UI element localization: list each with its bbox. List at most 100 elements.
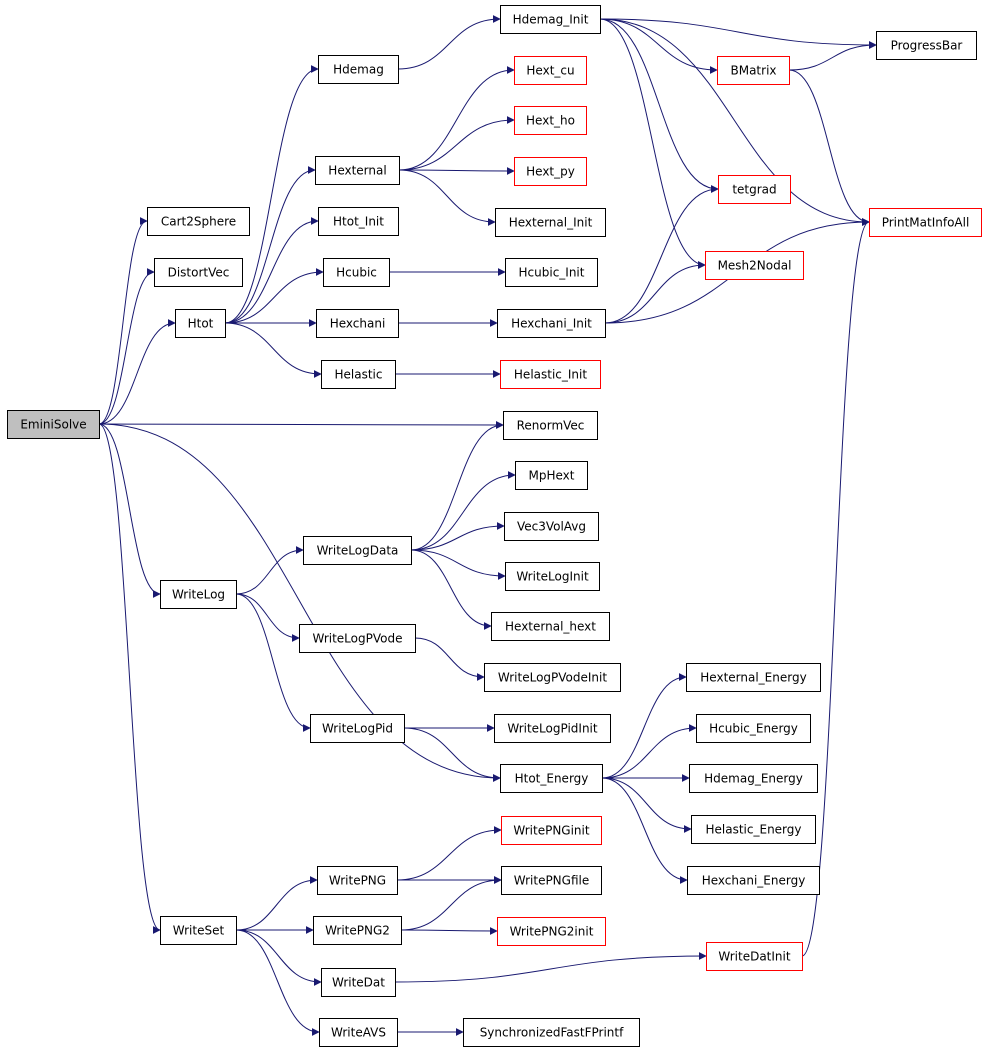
node-writeset[interactable]: WriteSet: [160, 916, 237, 945]
node-htot-energy[interactable]: Htot_Energy: [500, 764, 603, 793]
node-label: Hcubic_Energy: [709, 722, 798, 736]
node-hext-py[interactable]: Hext_py: [514, 157, 587, 186]
node-box: [515, 461, 588, 490]
node-helastic-init[interactable]: Helastic_Init: [500, 360, 601, 389]
node-hext-ho[interactable]: Hext_ho: [514, 106, 587, 135]
node-cart2sphere[interactable]: Cart2Sphere: [147, 207, 250, 236]
node-tetgrad[interactable]: tetgrad: [718, 175, 791, 204]
node-writelog[interactable]: WriteLog: [160, 580, 237, 609]
node-helastic-energy[interactable]: Helastic_Energy: [691, 815, 816, 844]
node-writelogpvodeinit[interactable]: WriteLogPVodeInit: [484, 663, 621, 692]
node-box: [504, 512, 599, 541]
node-writepng[interactable]: WritePNG: [317, 866, 398, 895]
node-label: WritePNG2init: [510, 925, 594, 939]
node-label: RenormVec: [517, 419, 585, 433]
node-writelogdata[interactable]: WriteLogData: [303, 536, 412, 565]
node-writelogpidinit[interactable]: WriteLogPidInit: [494, 714, 611, 743]
node-hcubic-init[interactable]: Hcubic_Init: [505, 258, 598, 287]
node-box: [494, 714, 611, 743]
node-box: [491, 612, 610, 641]
node-hext-cu[interactable]: Hext_cu: [514, 56, 587, 85]
node-htot-init[interactable]: Htot_Init: [318, 207, 399, 236]
node-box: [686, 663, 821, 692]
node-label: WriteDat: [332, 976, 385, 990]
node-progressbar[interactable]: ProgressBar: [876, 31, 977, 60]
node-box: [869, 208, 982, 237]
edge-htot-energy-to-hcubic-energy: [601, 724, 697, 779]
edge-hdemag-to-hdemag-init: [397, 15, 501, 70]
node-box: [500, 360, 601, 389]
node-label: WritePNGfile: [514, 874, 589, 888]
node-label: SynchronizedFastFPrintf: [480, 1026, 624, 1040]
node-hdemag-init[interactable]: Hdemag_Init: [500, 5, 601, 34]
node-hexchani-init[interactable]: Hexchani_Init: [497, 309, 606, 338]
edge-writepng2-to-writepngfile: [400, 876, 502, 931]
edge-hdemag-init-to-bmatrix: [599, 18, 718, 74]
node-writepnginit[interactable]: WritePNGinit: [501, 816, 602, 845]
edge-writepng-to-writepnginit: [396, 826, 502, 881]
node-label: WritePNGinit: [513, 824, 589, 838]
node-box: [500, 764, 603, 793]
node-box: [514, 56, 587, 85]
node-hdemag[interactable]: Hdemag: [318, 55, 399, 84]
node-bmatrix[interactable]: BMatrix: [717, 56, 790, 85]
node-label: WriteLogInit: [516, 570, 589, 584]
edge-writelogdata-to-vec3volavg: [410, 522, 505, 551]
edge-writelogpid-to-htot-energy: [403, 727, 501, 782]
node-box: [705, 251, 804, 280]
node-hexchani[interactable]: Hexchani: [316, 309, 399, 338]
node-label: WriteLogPid: [322, 722, 393, 736]
edge-writelog-to-writelogpid: [235, 593, 311, 732]
node-label: WriteLogPidInit: [507, 722, 598, 736]
node-eminisolve[interactable]: EminiSolve: [7, 410, 100, 439]
node-vec3volavg[interactable]: Vec3VolAvg: [504, 512, 599, 541]
node-hexternal-energy[interactable]: Hexternal_Energy: [686, 663, 821, 692]
edge-eminisolve-to-distortvec: [98, 268, 155, 425]
node-writelogpid[interactable]: WriteLogPid: [310, 714, 405, 743]
node-writedatinit[interactable]: WriteDatInit: [706, 942, 803, 971]
edge-hdemag-init-to-mesh2nodal: [599, 18, 706, 269]
edge-eminisolve-to-cart2sphere: [98, 217, 148, 425]
edges-layer: [98, 15, 877, 1036]
node-box: [317, 866, 398, 895]
node-label: Hdemag_Init: [513, 13, 589, 27]
node-writeloginit[interactable]: WriteLogInit: [505, 562, 600, 591]
node-writepng2[interactable]: WritePNG2: [313, 916, 402, 945]
node-hcubic-energy[interactable]: Hcubic_Energy: [696, 714, 811, 743]
node-renormvec[interactable]: RenormVec: [503, 411, 598, 440]
node-writedat[interactable]: WriteDat: [321, 968, 396, 997]
node-writepng2init[interactable]: WritePNG2init: [497, 917, 606, 946]
node-box: [318, 207, 399, 236]
node-hdemag-energy[interactable]: Hdemag_Energy: [689, 764, 818, 793]
edge-writelogdata-to-mphext: [410, 471, 516, 551]
node-hexternal-hext[interactable]: Hexternal_hext: [491, 612, 610, 641]
node-label: WriteAVS: [331, 1026, 386, 1040]
node-hexternal-init[interactable]: Hexternal_Init: [495, 208, 606, 237]
node-hexternal[interactable]: Hexternal: [315, 156, 400, 185]
node-hcubic[interactable]: Hcubic: [323, 258, 390, 287]
node-synchronizedfastfprintf[interactable]: SynchronizedFastFPrintf: [463, 1018, 640, 1047]
node-label: Cart2Sphere: [161, 215, 236, 229]
edge-writelogpvode-to-writelogpvodeinit: [414, 637, 485, 681]
node-mesh2nodal[interactable]: Mesh2Nodal: [705, 251, 804, 280]
node-writeavs[interactable]: WriteAVS: [319, 1018, 398, 1047]
node-distortvec[interactable]: DistortVec: [154, 258, 243, 287]
node-box: [7, 410, 100, 439]
node-box: [318, 55, 399, 84]
node-box: [175, 309, 226, 338]
edge-hdemag-init-to-tetgrad: [599, 18, 719, 193]
node-writepngfile[interactable]: WritePNGfile: [501, 866, 602, 895]
node-hexchani-energy[interactable]: Hexchani_Energy: [687, 866, 820, 895]
node-box: [299, 624, 416, 653]
node-writelogpvode[interactable]: WriteLogPVode: [299, 624, 416, 653]
node-mphext[interactable]: MpHext: [515, 461, 588, 490]
node-label: Helastic_Energy: [706, 823, 802, 837]
node-box: [687, 866, 820, 895]
node-printmatinfoall[interactable]: PrintMatInfoAll: [869, 208, 982, 237]
node-helastic[interactable]: Helastic: [321, 360, 396, 389]
edge-writelogdata-to-writeloginit: [410, 549, 506, 580]
node-htot[interactable]: Htot: [175, 309, 226, 338]
edge-htot-to-htot-init: [224, 217, 319, 324]
node-label: WriteDatInit: [718, 950, 790, 964]
